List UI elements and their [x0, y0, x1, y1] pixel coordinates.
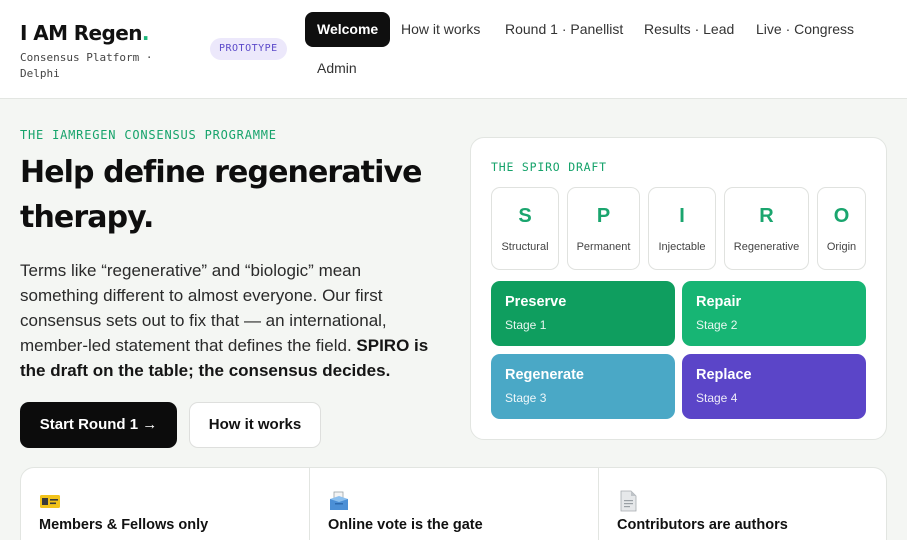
id-card-icon — [40, 495, 60, 508]
stage-regenerate: Regenerate Stage 3 — [491, 354, 675, 419]
spiro-draft-card: THE SPIRO DRAFT S Structural P Permanent… — [470, 137, 887, 440]
feature-title: Contributors are authors — [617, 517, 788, 533]
spiro-letter-p: P Permanent — [567, 187, 640, 270]
letter-word: Origin — [826, 241, 857, 253]
brand[interactable]: I AM Regen. Consensus Platform · Delphi — [20, 20, 170, 82]
nav-welcome[interactable]: Welcome — [305, 12, 391, 47]
stage-replace: Replace Stage 4 — [682, 354, 866, 419]
spiro-letter-s: S Structural — [491, 187, 559, 270]
brand-dot: . — [141, 21, 150, 45]
stage-name: Preserve — [505, 294, 567, 310]
ballot-box-icon — [330, 491, 348, 510]
spiro-letter-o: O Origin — [817, 187, 866, 270]
letter: R — [759, 205, 774, 227]
lede-text: Terms like “regenerative” and “biologic”… — [20, 261, 387, 355]
start-round1-button[interactable]: Start Round 1 → — [20, 402, 177, 448]
hero-kicker: THE IAMREGEN CONSENSUS PROGRAMME — [20, 128, 277, 142]
stage-name: Regenerate — [505, 367, 584, 383]
spiro-kicker: THE SPIRO DRAFT — [491, 160, 607, 174]
feature-contributors: Contributors are authors — [599, 468, 886, 540]
nav-results-lead[interactable]: Results · Lead — [644, 21, 735, 37]
document-icon — [620, 490, 637, 512]
brand-subtitle: Consensus Platform · Delphi — [20, 51, 153, 80]
stage-preserve: Preserve Stage 1 — [491, 281, 675, 346]
letter-word: Regenerative — [733, 241, 800, 253]
hero-headline: Help define regenerative therapy. — [20, 155, 422, 235]
stage-name: Replace — [696, 367, 752, 383]
stage-repair: Repair Stage 2 — [682, 281, 866, 346]
features-strip: Members & Fellows only Online vote is th… — [20, 467, 887, 540]
letter-word: Structural — [501, 241, 549, 253]
letter-word: Permanent — [576, 241, 631, 253]
stage-number: Stage 2 — [696, 318, 738, 332]
letter: O — [833, 205, 850, 227]
spiro-letter-r: R Regenerative — [724, 187, 809, 270]
feature-title: Members & Fellows only — [39, 517, 209, 533]
letter: P — [596, 205, 611, 227]
nav-live-congress[interactable]: Live · Congress — [756, 21, 855, 37]
letter-word: Injectable — [658, 241, 706, 253]
stage-name: Repair — [696, 294, 742, 310]
brand-title: I AM Regen. — [20, 21, 150, 45]
stage-number: Stage 4 — [696, 391, 738, 405]
nav-how-it-works[interactable]: How it works — [401, 21, 481, 37]
how-it-works-button[interactable]: How it works — [189, 402, 321, 448]
stage-number: Stage 3 — [505, 391, 547, 405]
feature-members: Members & Fellows only — [21, 468, 310, 540]
feature-title: Online vote is the gate — [328, 517, 483, 533]
letter: I — [679, 205, 685, 227]
letter: S — [518, 205, 532, 227]
hero-lede: Terms like “regenerative” and “biologic”… — [20, 258, 440, 383]
top-header: I AM Regen. Consensus Platform · Delphi … — [0, 0, 907, 99]
prototype-badge: PROTOTYPE — [210, 38, 287, 60]
stage-number: Stage 1 — [505, 318, 547, 332]
spiro-letter-i: I Injectable — [648, 187, 716, 270]
lede-emphasis: SPIRO is the draft on the table; the con… — [20, 336, 429, 380]
nav-admin[interactable]: Admin — [317, 60, 357, 76]
nav-round1-panellist[interactable]: Round 1 · Panellist — [505, 21, 624, 37]
feature-online-vote: Online vote is the gate — [310, 468, 599, 540]
